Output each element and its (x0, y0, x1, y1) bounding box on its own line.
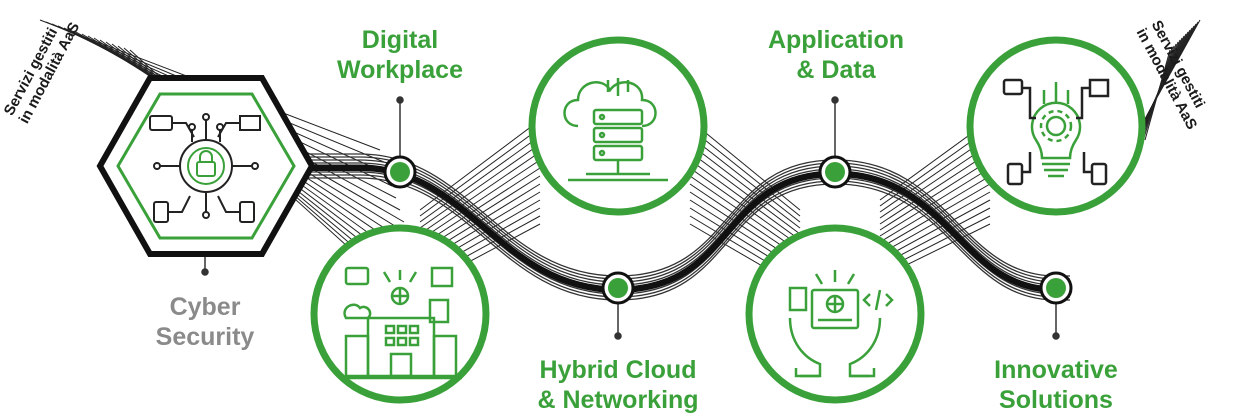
label-application-data-line2: & Data (796, 56, 876, 84)
stem-dot-application-data (831, 96, 839, 104)
junction-dot-innovative-solutions (1046, 278, 1066, 298)
hands-code-icon (788, 270, 894, 378)
label-hybrid-cloud: Hybrid Cloud & Networking (520, 355, 716, 415)
label-cyber-security: Cyber Security (140, 292, 270, 352)
label-innovative-solutions: Innovative Solutions (976, 355, 1136, 415)
application-data-circle (745, 224, 925, 404)
junction-dot-digital-workplace (390, 162, 410, 182)
digital-workplace-circle (310, 224, 490, 404)
stem-dot-innovative-solutions (1052, 332, 1060, 340)
hybrid-cloud-circle (528, 36, 708, 216)
cyber-security-hexagon (96, 75, 316, 257)
digital-office-icon (340, 266, 462, 380)
junction-dot-application-data (825, 162, 845, 182)
label-digital-workplace: Digital Workplace (320, 25, 480, 85)
stem-dot-digital-workplace (396, 96, 404, 104)
junction-markers (383, 155, 1073, 305)
junction-dot-hybrid-cloud (608, 278, 628, 298)
cable-bundle (300, 153, 1070, 301)
label-digital-workplace-line1: Digital (361, 26, 439, 54)
label-innovative-solutions-line1: Innovative (994, 356, 1118, 384)
innovative-solutions-circle (966, 36, 1146, 216)
label-application-data-line1: Application (767, 26, 905, 54)
label-cyber-security-line1: Cyber (169, 293, 241, 321)
lightbulb-gear-icon (1002, 78, 1110, 186)
label-cyber-security-line2: Security (155, 323, 255, 351)
label-hybrid-cloud-line2: & Networking (537, 386, 699, 414)
label-application-data: Application & Data (748, 25, 924, 85)
cloud-server-icon (563, 78, 668, 182)
stem-dot-hybrid-cloud (614, 332, 622, 340)
stem-dot-cyber-security (201, 268, 209, 276)
label-hybrid-cloud-line1: Hybrid Cloud (539, 356, 697, 384)
security-lock-icon (149, 113, 261, 223)
label-digital-workplace-line2: Workplace (337, 56, 463, 84)
label-innovative-solutions-line2: Solutions (999, 386, 1113, 414)
